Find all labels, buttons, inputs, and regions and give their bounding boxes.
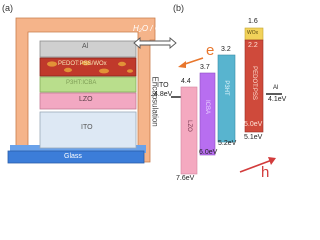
ito-layer-label: ITO [81, 124, 93, 131]
panel-b-label: (b) [173, 3, 184, 13]
electron-label: e [206, 42, 215, 59]
glass-layer [7, 150, 145, 164]
p3ht-band-label: P3HT [223, 80, 229, 96]
glass-layer-top [10, 145, 146, 153]
barrier-arrow [133, 37, 177, 49]
hole-label: h [261, 164, 270, 181]
lzo-band [180, 86, 198, 175]
icba-band-label: ICBA [204, 99, 210, 114]
al-value: 4.1eV [268, 96, 287, 103]
p3ht-top-value: 3.2 [221, 46, 231, 53]
wox-band-label: WOx [247, 30, 259, 36]
pedot-layer [39, 57, 137, 77]
pedot-band-label: PEDOT:PSS [251, 66, 257, 100]
hole-arrow [239, 157, 276, 173]
p3ht-icba-layer [39, 76, 137, 93]
pedot-bottom-value: 5.0eV [244, 121, 263, 128]
wox-particles [47, 60, 133, 74]
ito-layer [39, 111, 137, 149]
icba-top-value: 3.7 [200, 64, 210, 71]
figure-canvas [7, 17, 282, 175]
wox-top-value: 1.6 [248, 18, 258, 25]
pedot-band [244, 39, 264, 133]
al-label: Al [273, 85, 279, 91]
lzo-band-label: LZO [186, 120, 192, 132]
pedot-side-value: 5.1eV [244, 134, 263, 141]
lzo-layer [39, 92, 137, 110]
ito-label: ITO [157, 82, 169, 89]
al-layer-label: Al [82, 43, 89, 50]
pedot-layer-label: PEDOT:PSS/WOx [58, 61, 107, 67]
pedot-top-value: 2.2 [248, 42, 258, 49]
p3ht-band [217, 54, 236, 143]
al-layer [39, 40, 137, 58]
electron-arrow [178, 57, 204, 68]
p3ht-layer-label: P3HT:ICBA [66, 80, 97, 86]
ito-value: 4.8eV [154, 91, 173, 98]
panel-a-label: (a) [2, 3, 13, 13]
icba-bottom-value: 6.0eV [199, 149, 218, 156]
p3ht-bottom-value: 5.2eV [218, 140, 237, 147]
lzo-top-value: 4.4 [181, 78, 191, 85]
glass-layer-label: Glass [64, 153, 82, 160]
icba-band [199, 72, 216, 156]
barrier-label: H₂O / O₂ [133, 24, 164, 33]
lzo-layer-label: LZO [79, 96, 93, 103]
lzo-bottom-value: 7.6eV [176, 175, 195, 182]
